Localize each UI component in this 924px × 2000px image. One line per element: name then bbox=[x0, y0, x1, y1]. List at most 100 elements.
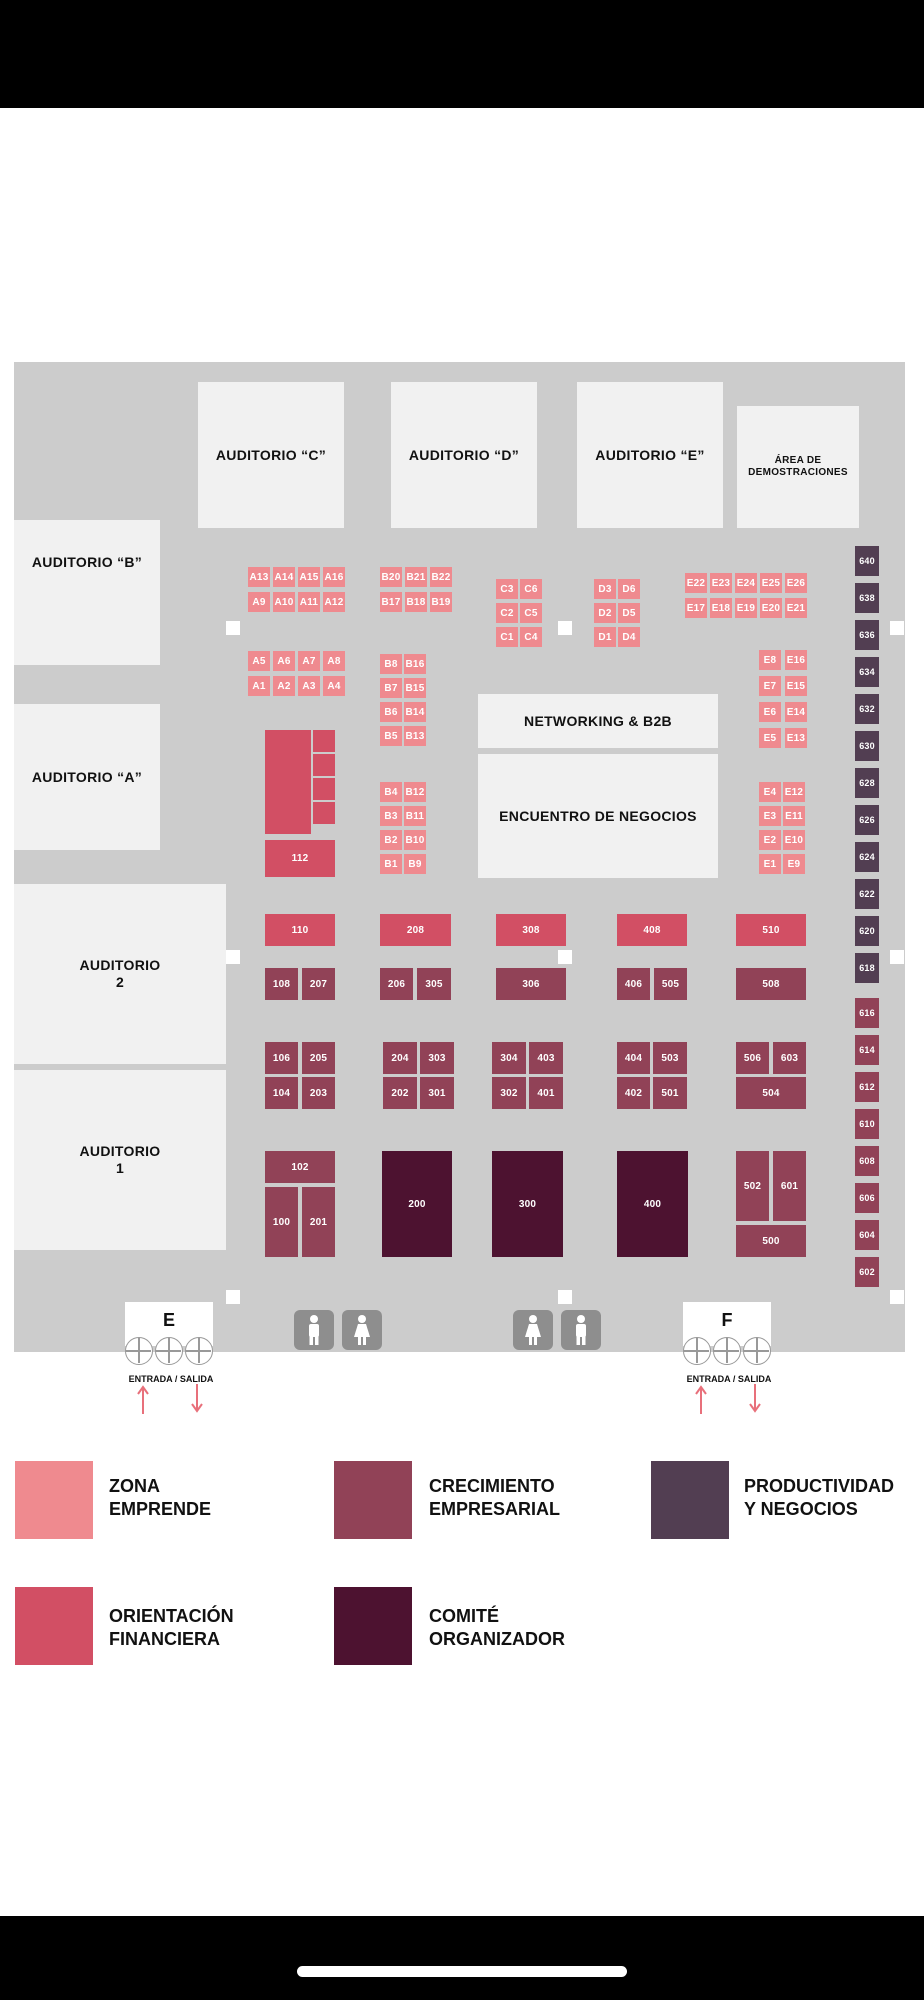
booth-e24[interactable]: E24 bbox=[735, 573, 757, 593]
booth-207[interactable]: 207 bbox=[302, 968, 335, 1000]
booth-b20[interactable]: B20 bbox=[380, 567, 402, 587]
booth-408[interactable]: 408 bbox=[617, 914, 687, 946]
booth-510[interactable]: 510 bbox=[736, 914, 806, 946]
booth-e23[interactable]: E23 bbox=[710, 573, 732, 593]
booth-640[interactable]: 640 bbox=[855, 546, 879, 576]
booth-506[interactable]: 506 bbox=[736, 1042, 769, 1074]
booth-a6[interactable]: A6 bbox=[273, 651, 295, 671]
booth-e5[interactable]: E5 bbox=[759, 728, 781, 748]
booth-a13[interactable]: A13 bbox=[248, 567, 270, 587]
booth-a8[interactable]: A8 bbox=[323, 651, 345, 671]
booth-602[interactable]: 602 bbox=[855, 1257, 879, 1287]
booth-305[interactable]: 305 bbox=[417, 968, 451, 1000]
booth-b19[interactable]: B19 bbox=[430, 592, 452, 612]
booth-b12[interactable]: B12 bbox=[404, 782, 426, 802]
booth-406[interactable]: 406 bbox=[617, 968, 650, 1000]
booth-501[interactable]: 501 bbox=[653, 1077, 687, 1109]
booth-c2[interactable]: C2 bbox=[496, 603, 518, 623]
booth-d4[interactable]: D4 bbox=[618, 627, 640, 647]
booth-632[interactable]: 632 bbox=[855, 694, 879, 724]
booth-e21[interactable]: E21 bbox=[785, 598, 807, 618]
booth-112[interactable]: 112 bbox=[265, 840, 335, 877]
booth-b15[interactable]: B15 bbox=[404, 678, 426, 698]
booth-d5[interactable]: D5 bbox=[618, 603, 640, 623]
booth-b17[interactable]: B17 bbox=[380, 592, 402, 612]
booth-112-block[interactable] bbox=[265, 730, 311, 834]
booth-a4[interactable]: A4 bbox=[323, 676, 345, 696]
booth-e7[interactable]: E7 bbox=[759, 676, 781, 696]
booth-638[interactable]: 638 bbox=[855, 583, 879, 613]
booth-d2[interactable]: D2 bbox=[594, 603, 616, 623]
booth-a12[interactable]: A12 bbox=[323, 592, 345, 612]
booth-c1[interactable]: C1 bbox=[496, 627, 518, 647]
booth-206[interactable]: 206 bbox=[380, 968, 413, 1000]
auditorio-a[interactable]: AUDITORIO “A” bbox=[14, 704, 160, 850]
booth-612[interactable]: 612 bbox=[855, 1072, 879, 1102]
booth-b7[interactable]: B7 bbox=[380, 678, 402, 698]
booth-614[interactable]: 614 bbox=[855, 1035, 879, 1065]
booth-603[interactable]: 603 bbox=[773, 1042, 806, 1074]
auditorio-2[interactable]: AUDITORIO 2 bbox=[14, 884, 226, 1064]
booth-b14[interactable]: B14 bbox=[404, 702, 426, 722]
booth-b5[interactable]: B5 bbox=[380, 726, 402, 746]
booth-e20[interactable]: E20 bbox=[760, 598, 782, 618]
booth-a10[interactable]: A10 bbox=[273, 592, 295, 612]
booth-610[interactable]: 610 bbox=[855, 1109, 879, 1139]
auditorio-b[interactable]: AUDITORIO “B” bbox=[14, 520, 160, 665]
booth-a7[interactable]: A7 bbox=[298, 651, 320, 671]
booth-601[interactable]: 601 bbox=[773, 1151, 806, 1221]
booth-636[interactable]: 636 bbox=[855, 620, 879, 650]
booth-e2[interactable]: E2 bbox=[759, 830, 781, 850]
booth-203[interactable]: 203 bbox=[302, 1077, 335, 1109]
booth-404[interactable]: 404 bbox=[617, 1042, 650, 1074]
booth-b10[interactable]: B10 bbox=[404, 830, 426, 850]
booth-626[interactable]: 626 bbox=[855, 805, 879, 835]
booth-e15[interactable]: E15 bbox=[785, 676, 807, 696]
booth-e25[interactable]: E25 bbox=[760, 573, 782, 593]
booth-e8[interactable]: E8 bbox=[759, 650, 781, 670]
booth-606[interactable]: 606 bbox=[855, 1183, 879, 1213]
auditorio-d[interactable]: AUDITORIO “D” bbox=[391, 382, 537, 528]
booth-401[interactable]: 401 bbox=[529, 1077, 563, 1109]
booth-a2[interactable]: A2 bbox=[273, 676, 295, 696]
booth-604[interactable]: 604 bbox=[855, 1220, 879, 1250]
booth-402[interactable]: 402 bbox=[617, 1077, 650, 1109]
booth-204[interactable]: 204 bbox=[383, 1042, 417, 1074]
booth-201[interactable]: 201 bbox=[302, 1187, 335, 1257]
booth-a14[interactable]: A14 bbox=[273, 567, 295, 587]
booth-a11[interactable]: A11 bbox=[298, 592, 320, 612]
booth-616[interactable]: 616 bbox=[855, 998, 879, 1028]
booth-b13[interactable]: B13 bbox=[404, 726, 426, 746]
home-indicator[interactable] bbox=[297, 1966, 627, 1977]
booth-e10[interactable]: E10 bbox=[783, 830, 805, 850]
booth-628[interactable]: 628 bbox=[855, 768, 879, 798]
booth-505[interactable]: 505 bbox=[654, 968, 687, 1000]
booth-e9[interactable]: E9 bbox=[783, 854, 805, 874]
booth-624[interactable]: 624 bbox=[855, 842, 879, 872]
booth-b1[interactable]: B1 bbox=[380, 854, 402, 874]
networking-b2b[interactable]: NETWORKING & B2B bbox=[478, 694, 718, 748]
booth-110[interactable]: 110 bbox=[265, 914, 335, 946]
booth-634[interactable]: 634 bbox=[855, 657, 879, 687]
booth-e13[interactable]: E13 bbox=[785, 728, 807, 748]
booth-102[interactable]: 102 bbox=[265, 1151, 335, 1183]
booth-630[interactable]: 630 bbox=[855, 731, 879, 761]
booth-e14[interactable]: E14 bbox=[785, 702, 807, 722]
booth-c3[interactable]: C3 bbox=[496, 579, 518, 599]
booth-112-sub[interactable] bbox=[313, 754, 335, 776]
booth-303[interactable]: 303 bbox=[420, 1042, 454, 1074]
auditorio-e[interactable]: AUDITORIO “E” bbox=[577, 382, 723, 528]
booth-b6[interactable]: B6 bbox=[380, 702, 402, 722]
booth-d6[interactable]: D6 bbox=[618, 579, 640, 599]
booth-b3[interactable]: B3 bbox=[380, 806, 402, 826]
booth-306[interactable]: 306 bbox=[496, 968, 566, 1000]
booth-a16[interactable]: A16 bbox=[323, 567, 345, 587]
booth-a5[interactable]: A5 bbox=[248, 651, 270, 671]
booth-a15[interactable]: A15 bbox=[298, 567, 320, 587]
auditorio-c[interactable]: AUDITORIO “C” bbox=[198, 382, 344, 528]
booth-d3[interactable]: D3 bbox=[594, 579, 616, 599]
booth-304[interactable]: 304 bbox=[492, 1042, 526, 1074]
booth-112-sub[interactable] bbox=[313, 802, 335, 824]
booth-a3[interactable]: A3 bbox=[298, 676, 320, 696]
booth-504[interactable]: 504 bbox=[736, 1077, 806, 1109]
